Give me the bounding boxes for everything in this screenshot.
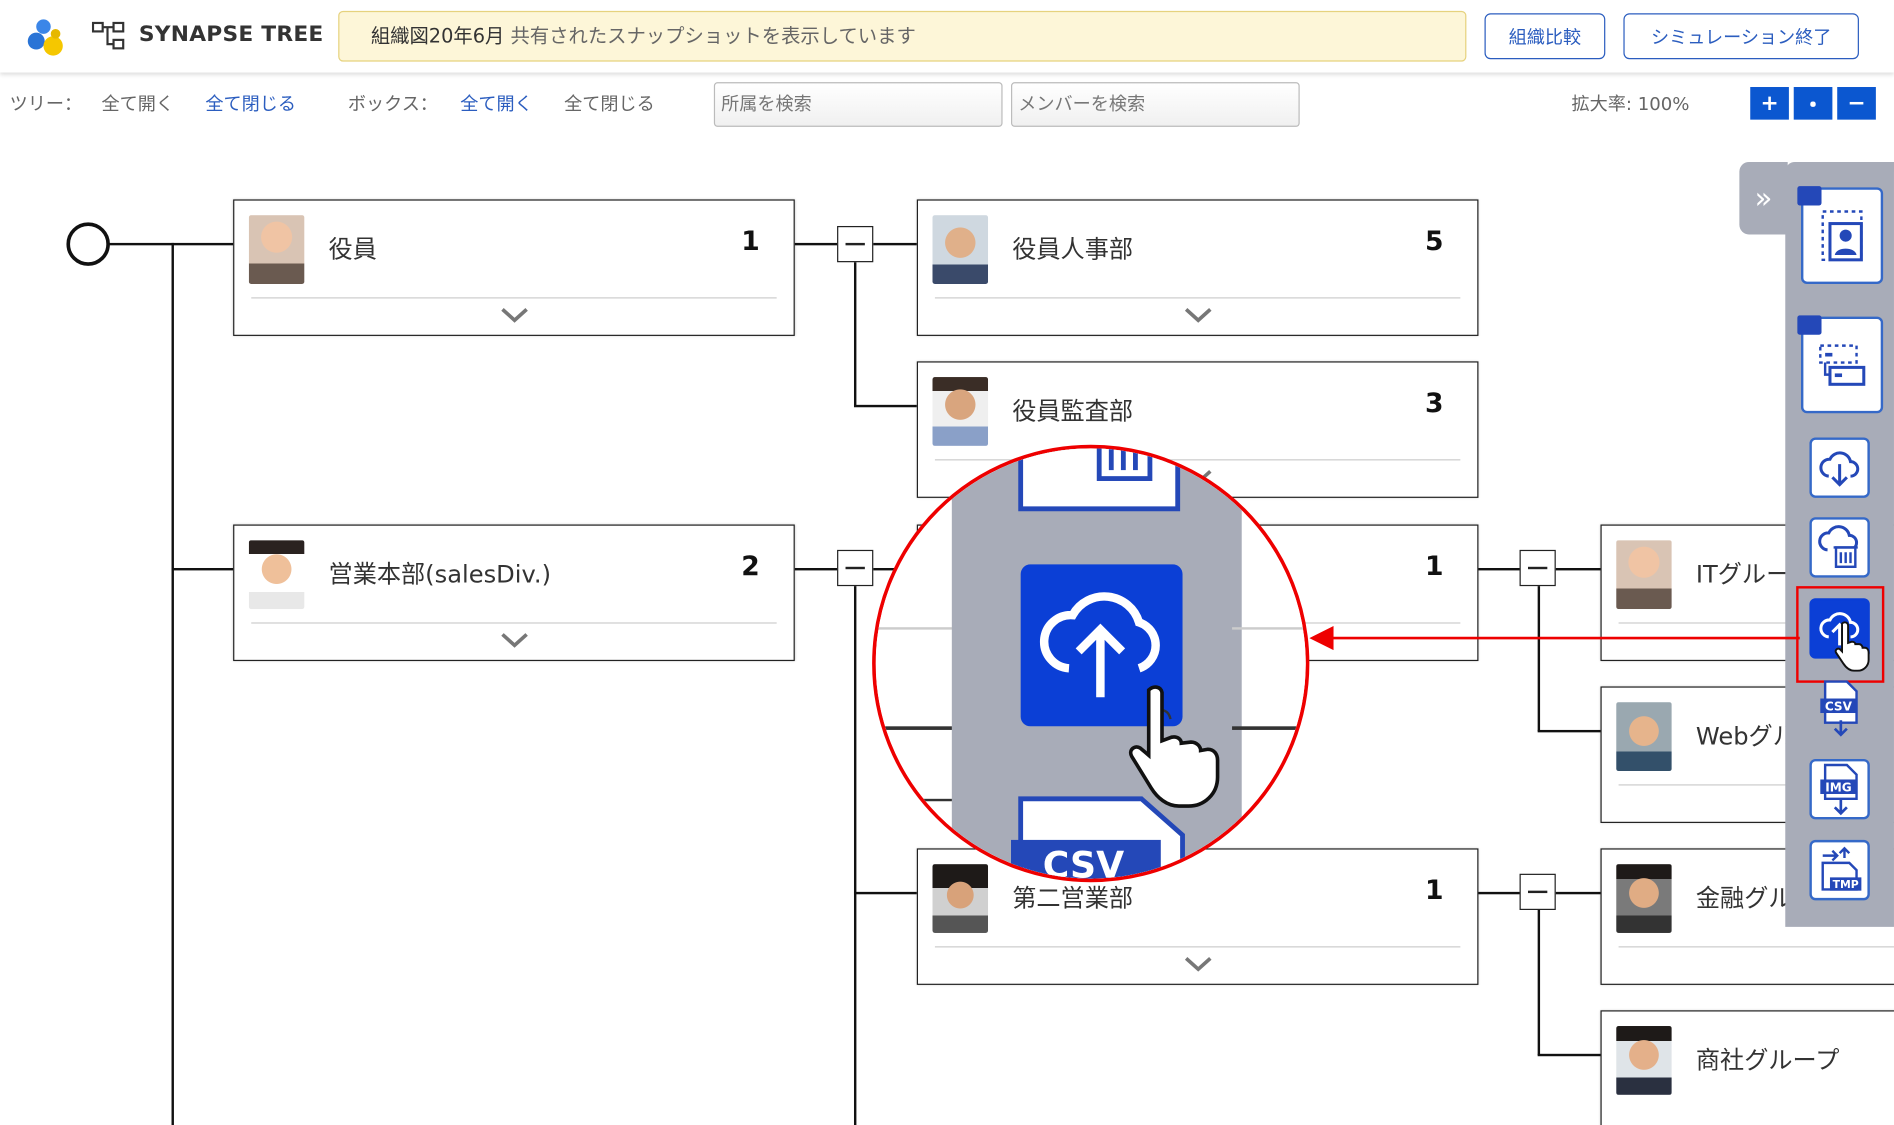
cloud-delete-icon xyxy=(1818,525,1858,568)
collapse-toggle[interactable] xyxy=(1519,549,1556,587)
tree-close-all-link[interactable]: 全て閉じる xyxy=(205,93,296,115)
avatar xyxy=(932,377,989,446)
avatar xyxy=(1616,702,1672,772)
connector-line xyxy=(1537,567,1540,732)
csv-download-button[interactable]: CSV xyxy=(1809,678,1869,741)
panel-collapse-button[interactable]: » xyxy=(1739,161,1788,235)
tree-root-node xyxy=(66,222,110,266)
svg-text:CSV: CSV xyxy=(1825,700,1853,714)
cloud-download-button[interactable] xyxy=(1809,437,1870,498)
undo-badge-icon xyxy=(1797,186,1822,206)
connector-line xyxy=(1537,891,1540,1056)
end-simulation-button[interactable]: シミュレーション終了 xyxy=(1623,13,1859,60)
dept-search-input[interactable]: 所属を検索 xyxy=(713,82,1003,127)
app-header: SYNAPSE TREE 組織図20年6月 共有されたスナップショットを表示して… xyxy=(0,0,1894,73)
zoom-value: 100% xyxy=(1637,93,1690,115)
snapshot-message: 共有されたスナップショットを表示しています xyxy=(510,24,916,48)
tmp-transfer-button[interactable]: TMP xyxy=(1809,839,1870,901)
zoom-out-button[interactable]: − xyxy=(1837,87,1876,120)
cloud-download-icon xyxy=(1819,451,1860,487)
zoom-label: 拡大率: 100% xyxy=(1571,93,1690,115)
box-label: ボックス： xyxy=(347,93,438,115)
zoom-reset-button[interactable]: ・ xyxy=(1793,87,1833,120)
connector-line xyxy=(853,242,856,407)
magnified-view: CSV xyxy=(875,448,1306,882)
svg-text:IMG: IMG xyxy=(1825,781,1852,795)
divider xyxy=(251,622,777,624)
callout-arrow xyxy=(1309,626,1800,651)
app-title: SYNAPSE TREE xyxy=(138,21,324,48)
connector-line xyxy=(1537,729,1602,732)
magnifier-zoom: CSV xyxy=(872,444,1310,883)
divider xyxy=(1618,784,1894,786)
avatar xyxy=(1616,540,1672,610)
tmp-transfer-icon: TMP xyxy=(1821,846,1862,891)
box-name: 営業本部(salesDiv.) xyxy=(328,559,552,589)
tree-open-all-link[interactable]: 全て開く xyxy=(101,93,174,115)
collapse-toggle[interactable] xyxy=(837,225,874,263)
collapse-toggle[interactable] xyxy=(837,549,874,587)
connector-line xyxy=(853,567,856,1125)
img-download-button[interactable]: IMG xyxy=(1809,758,1870,820)
connector-line xyxy=(853,404,919,407)
snapshot-title: 組織図20年6月 xyxy=(370,24,505,48)
box-name: 役員監査部 xyxy=(1012,396,1134,426)
org-chart-person-icon xyxy=(1821,210,1863,262)
org-chart-list-icon xyxy=(1819,344,1866,386)
avatar xyxy=(1616,864,1672,933)
box-name: 第二営業部 xyxy=(1012,883,1134,913)
divider xyxy=(934,459,1461,461)
member-count: 1 xyxy=(1424,876,1444,907)
member-count: 1 xyxy=(1424,552,1444,583)
svg-text:TMP: TMP xyxy=(1833,878,1859,891)
avatar xyxy=(932,215,989,284)
synapse-logo-icon xyxy=(27,19,63,56)
divider xyxy=(1618,946,1894,948)
box-close-all-link[interactable]: 全て閉じる xyxy=(564,93,655,115)
box-name: 商社グループ xyxy=(1695,1045,1840,1075)
org-box-sales-2[interactable]: 第二営業部 1 xyxy=(916,848,1479,985)
divider xyxy=(934,297,1461,299)
undo-badge-icon xyxy=(1797,315,1822,335)
box-open-all-link[interactable]: 全て開く xyxy=(460,93,533,115)
tree-label: ツリー： xyxy=(9,93,83,115)
org-box-executives[interactable]: 役員 1 xyxy=(233,199,795,336)
img-download-icon: IMG xyxy=(1820,763,1858,816)
avatar xyxy=(248,215,305,284)
cloud-delete-button[interactable] xyxy=(1809,517,1870,578)
member-count: 2 xyxy=(741,552,760,583)
chevron-down-icon[interactable] xyxy=(1183,307,1212,324)
zoom-in-button[interactable]: + xyxy=(1750,87,1789,120)
magnified-csv-label: CSV xyxy=(1043,843,1124,882)
member-search-input[interactable]: メンバーを検索 xyxy=(1011,82,1300,127)
compare-button[interactable]: 組織比較 xyxy=(1484,13,1606,60)
org-box-trading-group[interactable]: 商社グループ xyxy=(1600,1010,1894,1125)
chevron-down-icon[interactable] xyxy=(499,307,528,324)
connector-line xyxy=(853,891,919,894)
member-count: 5 xyxy=(1424,227,1444,258)
snapshot-banner: 組織図20年6月 共有されたスナップショットを表示しています xyxy=(338,10,1467,62)
chevron-down-icon[interactable] xyxy=(1183,956,1212,973)
connector-line xyxy=(171,567,235,570)
avatar xyxy=(248,540,305,610)
divider xyxy=(251,297,777,299)
chevron-down-icon[interactable] xyxy=(499,632,528,649)
box-name: 役員人事部 xyxy=(1012,234,1134,264)
tree-icon xyxy=(91,21,125,50)
divider xyxy=(934,946,1461,948)
hand-cursor-icon xyxy=(1834,621,1870,672)
org-box-exec-hr[interactable]: 役員人事部 5 xyxy=(916,199,1479,336)
collapse-toggle[interactable] xyxy=(1519,873,1556,911)
member-count: 1 xyxy=(741,227,760,258)
connector-line xyxy=(1537,1053,1602,1056)
avatar xyxy=(932,864,989,933)
box-name: 役員 xyxy=(328,234,377,264)
csv-download-icon: CSV xyxy=(1820,680,1858,737)
avatar xyxy=(1616,1026,1672,1095)
org-box-sales-div[interactable]: 営業本部(salesDiv.) 2 xyxy=(233,524,795,662)
divider xyxy=(1618,622,1894,624)
member-count: 3 xyxy=(1424,389,1444,420)
connector-line xyxy=(171,242,174,1125)
